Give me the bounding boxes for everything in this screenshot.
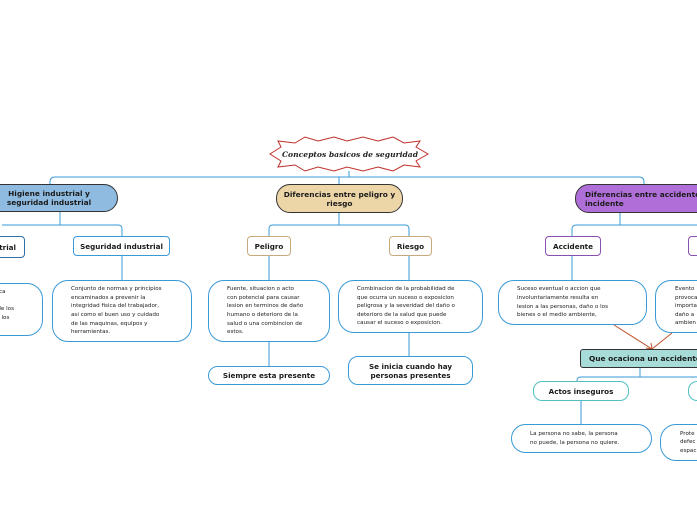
node-higiene-industrial[interactable]: trial — [0, 236, 25, 258]
node-incidente-partial[interactable] — [688, 236, 697, 256]
branch-peligro-riesgo[interactable]: Diferencias entre peligro y riesgo — [276, 184, 403, 213]
desc-peligro: Fuente, situacion o acto con potencial p… — [208, 280, 330, 342]
branch-higiene-label: Higiene industrial y seguridad industria… — [6, 189, 92, 207]
desc-peligro-lines: Fuente, situacion o acto con potencial p… — [227, 285, 303, 337]
node-riesgo-label: Riesgo — [396, 241, 425, 251]
desc-higiene-lines: dica : l de los or los . — [0, 288, 34, 331]
desc-seguridad-industrial: Conjunto de normas y principios encamina… — [52, 280, 192, 342]
desc-line: salud o una combincion de — [227, 320, 303, 327]
desc-line: lesion en terminos de daño — [227, 303, 304, 310]
node-riesgo[interactable]: Riesgo — [389, 236, 432, 256]
desc-line: Prote — [680, 430, 695, 437]
node-accidente[interactable]: Accidente — [545, 236, 601, 256]
desc-line: con potencial para causar — [227, 294, 300, 301]
branch-accidente-incidente-label: Diferencias entre accidente e incidente — [585, 189, 697, 208]
desc-line: Fuente, situacion o acto — [227, 286, 294, 293]
node-condiciones-partial[interactable] — [688, 381, 697, 401]
desc-seguridad-lines: Conjunto de normas y principios encamina… — [71, 285, 162, 337]
desc-line: causar el suceso o exposicion. — [357, 320, 443, 327]
root-star-shape — [269, 136, 429, 172]
desc-line: importa — [675, 303, 697, 310]
desc-actos-lines: La persona no sabe, la persona no puede,… — [530, 430, 619, 447]
pill-siempre-presente-label: Siempre esta presente — [222, 371, 316, 380]
desc-line: peligrosa y la severidad del daño o — [357, 303, 455, 310]
node-causas-accidente-label: Que ocaciona un accidente o — [589, 354, 697, 363]
desc-condiciones: Prote defec espac — [660, 424, 697, 461]
pill-personas-presentes-label: Se inicia cuando hay personas presentes — [368, 361, 453, 380]
branch-peligro-riesgo-label: Diferencias entre peligro y riesgo — [283, 189, 396, 208]
desc-line: provoca — [675, 294, 697, 301]
desc-line: involuntariamente resulta en — [517, 294, 599, 301]
desc-line: Suceso eventual o accion que — [517, 286, 601, 293]
node-peligro[interactable]: Peligro — [247, 236, 291, 256]
desc-line: encaminados a prevenir la — [71, 294, 146, 301]
desc-line: or los — [0, 314, 10, 321]
node-higiene-industrial-label: trial — [0, 242, 16, 252]
desc-line: asi como el buen uso y cuidado — [71, 312, 160, 318]
desc-line: deterioro de la salud que puede — [357, 311, 447, 318]
desc-accidente-lines: Suceso eventual o accion que involuntari… — [517, 285, 608, 319]
desc-line: Conjunto de normas y principios — [71, 286, 162, 293]
desc-line: bienes o el medio ambiente, — [517, 312, 597, 319]
desc-line: ambien — [675, 320, 696, 327]
node-actos-inseguros[interactable]: Actos inseguros — [533, 381, 629, 401]
desc-line: que ocurra un suceso o exposicion — [357, 294, 454, 301]
node-seguridad-industrial[interactable]: Seguridad industrial — [73, 236, 170, 256]
desc-line: lesion a las personas, daño o los — [517, 303, 608, 310]
desc-line: herramientas. — [71, 329, 111, 336]
desc-accidente: Suceso eventual o accion que involuntari… — [498, 280, 647, 325]
pill-siempre-presente[interactable]: Siempre esta presente — [208, 366, 330, 385]
pill-personas-presentes[interactable]: Se inicia cuando hay personas presentes — [348, 356, 473, 385]
node-actos-inseguros-label: Actos inseguros — [548, 386, 614, 396]
desc-line: l de los — [0, 306, 14, 313]
branch-accidente-incidente[interactable]: Diferencias entre accidente e incidente — [575, 184, 697, 213]
desc-line: estos. — [227, 329, 244, 336]
desc-higiene-industrial: dica : l de los or los . — [0, 283, 43, 336]
desc-line: dica — [0, 289, 6, 296]
desc-line: . — [0, 322, 34, 331]
node-peligro-label: Peligro — [254, 241, 284, 251]
desc-line: humano o deterioro de la — [227, 312, 298, 318]
desc-actos-inseguros: La persona no sabe, la persona no puede,… — [511, 424, 652, 453]
desc-line: La persona no sabe, la persona — [530, 430, 618, 437]
desc-line: : — [0, 297, 34, 306]
desc-condiciones-lines: Prote defec espac — [680, 430, 696, 456]
desc-line: Combinacion de la probabilidad de — [357, 286, 455, 293]
desc-incidente-lines: Evento provoca importa daño a ambien — [675, 285, 697, 328]
branch-higiene[interactable]: Higiene industrial y seguridad industria… — [0, 184, 118, 212]
desc-line: espac — [680, 447, 697, 454]
desc-line: daño a — [675, 311, 695, 318]
node-causas-accidente[interactable]: Que ocaciona un accidente o — [580, 349, 697, 368]
desc-riesgo: Combinacion de la probabilidad de que oc… — [338, 280, 483, 333]
desc-line: no puede, la persona no quiere. — [530, 439, 620, 446]
desc-line: integridad fisica del trabajador, — [71, 303, 159, 310]
root-topic[interactable]: Conceptos basicos de seguridad — [281, 149, 419, 159]
desc-line: defec — [680, 439, 696, 446]
desc-line: Evento — [675, 286, 695, 293]
desc-riesgo-lines: Combinacion de la probabilidad de que oc… — [357, 285, 455, 328]
desc-line: de las maquinas, equipos y — [71, 320, 148, 327]
node-accidente-label: Accidente — [553, 241, 593, 251]
node-seguridad-industrial-label: Seguridad industrial — [80, 241, 163, 251]
desc-incidente: Evento provoca importa daño a ambien — [655, 280, 697, 333]
